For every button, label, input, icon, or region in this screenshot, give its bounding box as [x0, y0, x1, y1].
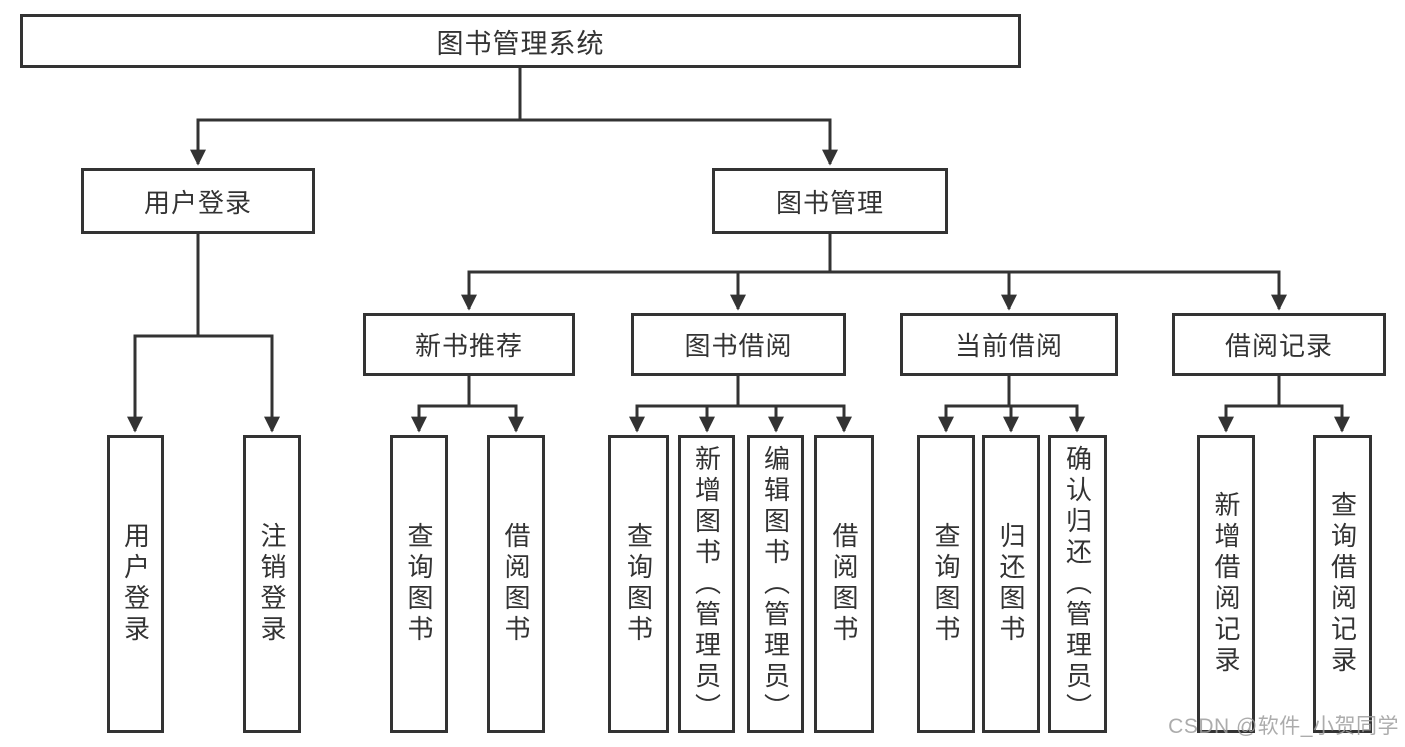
- leaf-nb-query-books: 查询图书: [390, 435, 448, 733]
- leaf-cb-query-books-label: 查询图书: [931, 522, 961, 646]
- leaf-bb-borrow-books: 借阅图书: [814, 435, 874, 733]
- node-current-borrow: 当前借阅: [900, 313, 1118, 376]
- node-book-management: 图书管理: [712, 168, 948, 234]
- node-user-login: 用户登录: [81, 168, 315, 234]
- leaf-bb-borrow-books-label: 借阅图书: [829, 522, 859, 646]
- csdn-watermark: CSDN @软件_小贺同学: [1168, 715, 1399, 738]
- leaf-bb-add-books-admin-label: 新增图书（管理员）: [691, 444, 722, 724]
- leaf-nb-borrow-books-label: 借阅图书: [501, 522, 531, 646]
- leaf-nb-borrow-books: 借阅图书: [487, 435, 545, 733]
- leaf-cb-return-books-label: 归还图书: [996, 522, 1026, 646]
- leaf-bb-query-books: 查询图书: [608, 435, 669, 733]
- leaf-br-add-record: 新增借阅记录: [1197, 435, 1255, 733]
- node-new-book-recommend: 新书推荐: [363, 313, 575, 376]
- leaf-user-login: 用户登录: [107, 435, 164, 733]
- leaf-cb-return-books: 归还图书: [982, 435, 1040, 733]
- leaf-bb-edit-books-admin-label: 编辑图书（管理员）: [760, 444, 791, 724]
- leaf-cb-confirm-return-admin: 确认归还（管理员）: [1048, 435, 1107, 733]
- leaf-cb-confirm-return-admin-label: 确认归还（管理员）: [1062, 444, 1093, 724]
- leaf-br-query-record: 查询借阅记录: [1313, 435, 1372, 733]
- leaf-nb-query-books-label: 查询图书: [404, 522, 434, 646]
- leaf-logout-label: 注销登录: [257, 522, 287, 646]
- leaf-br-query-record-label: 查询借阅记录: [1327, 491, 1358, 677]
- node-borrow-records: 借阅记录: [1172, 313, 1386, 376]
- leaf-br-add-record-label: 新增借阅记录: [1211, 491, 1241, 677]
- leaf-bb-query-books-label: 查询图书: [623, 522, 654, 646]
- node-root-system: 图书管理系统: [20, 14, 1021, 68]
- leaf-logout: 注销登录: [243, 435, 301, 733]
- leaf-bb-edit-books-admin: 编辑图书（管理员）: [747, 435, 804, 733]
- leaf-user-login-label: 用户登录: [120, 522, 151, 646]
- node-book-borrow: 图书借阅: [631, 313, 846, 376]
- leaf-cb-query-books: 查询图书: [917, 435, 975, 733]
- leaf-bb-add-books-admin: 新增图书（管理员）: [678, 435, 735, 733]
